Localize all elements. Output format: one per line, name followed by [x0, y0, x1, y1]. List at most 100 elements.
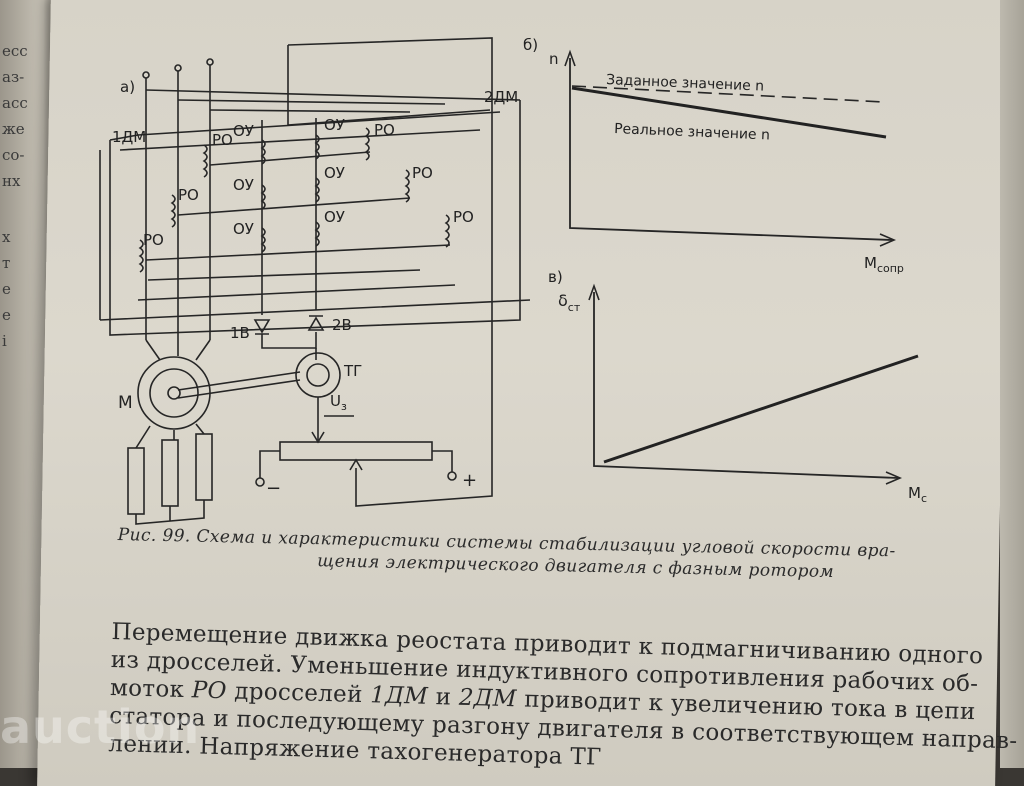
ro-coil: [444, 214, 450, 248]
diode-2b: [307, 315, 325, 331]
rotor-resistor: [195, 433, 213, 501]
rotor-resistor: [127, 447, 145, 515]
resistor-leads: [135, 423, 205, 449]
cross-links: [137, 269, 456, 301]
chart-v-axes: [593, 292, 899, 479]
ro-coil: [202, 144, 208, 178]
label-1dm: 1ДМ: [112, 128, 146, 146]
schematic: [99, 37, 531, 525]
ro-coil: [404, 169, 410, 203]
supply-terminal: [142, 71, 150, 79]
body-text-span: и: [427, 683, 460, 711]
motor-leads: [145, 339, 211, 361]
label-ro: РО: [453, 208, 474, 226]
body-text: Перемещение движка реостата приводит к п…: [108, 618, 1018, 783]
ou-coil: [314, 221, 320, 247]
ro-coil: [170, 194, 176, 228]
tachogenerator-rotor: [306, 363, 330, 387]
supply-terminal: [206, 58, 214, 66]
label-plus: +: [462, 470, 477, 491]
chart-b-x-arrow: [879, 233, 897, 247]
ou-coil: [314, 134, 320, 160]
plus-terminal: [447, 471, 457, 481]
chart-b-y-arrow: [564, 49, 576, 67]
body-text-span: моток: [109, 674, 193, 704]
panel-label-v: в): [548, 268, 563, 286]
chart-v-xlabel: Mс: [908, 484, 927, 505]
chart-b-set-label: Заданное значение n: [606, 72, 765, 95]
motor-shaft-coupling: [177, 371, 301, 399]
tachogenerator-body: [295, 352, 341, 398]
label-ou: ОУ: [324, 164, 345, 182]
body-italic-1dm: 1ДМ: [369, 682, 429, 710]
feedback-loop: [287, 37, 493, 470]
watermark-logo: auction: [0, 700, 201, 754]
motor-shaft: [167, 386, 181, 400]
pot-wiper-arrow: [349, 458, 363, 471]
ou-coil: [260, 184, 266, 210]
label-ou: ОУ: [233, 176, 254, 194]
pot-lead-right: [432, 450, 453, 472]
motor-body: [137, 356, 211, 430]
label-ou: ОУ: [324, 208, 345, 226]
resistor-star: [135, 500, 205, 525]
label-ro: РО: [412, 164, 433, 182]
chart-b: б) n Заданное значение n Реальное значен…: [523, 36, 904, 275]
left-page-fragment: аз-: [2, 68, 25, 86]
label-ro: РО: [212, 131, 233, 149]
ou-coil: [314, 177, 320, 203]
label-ou: ОУ: [324, 116, 345, 134]
left-page-fragment: асс: [2, 94, 28, 112]
chart-b-real-line: [571, 86, 887, 139]
chart-v: в) δст Mс: [548, 268, 927, 505]
chart-b-xlabel: Mсопр: [864, 254, 904, 275]
bus-line: [209, 109, 411, 113]
chart-v-line: [603, 354, 919, 464]
diode-1b: [253, 319, 271, 335]
label-diode-1b: 1В: [230, 324, 250, 342]
chart-v-ylabel: δст: [558, 291, 581, 314]
pot-wiper-loop: [355, 468, 493, 507]
label-ou: ОУ: [233, 220, 254, 238]
ro-coil: [138, 239, 144, 273]
left-page-fragment: же: [2, 120, 25, 138]
ou-coil: [260, 227, 266, 253]
right-page-edge: [1000, 0, 1024, 768]
choke-frame-line: [119, 129, 481, 151]
label-diode-2b: 2В: [332, 316, 352, 334]
left-page-fragment: есс: [2, 42, 28, 60]
left-page-fragment: со-: [2, 146, 25, 164]
body-text-span: дросселей: [226, 678, 371, 709]
schematic-labels: а) 1ДМ 2ДМ РО РО РО РО РО РО ОУ ОУ ОУ ОУ…: [112, 78, 518, 499]
panel-label-a: а): [120, 78, 135, 96]
chart-b-axes: [569, 58, 893, 241]
chart-v-x-arrow: [885, 471, 903, 485]
label-tachogenerator: ТГ: [343, 362, 362, 380]
bus-line: [177, 99, 446, 105]
left-page-fragment: т: [2, 254, 11, 272]
label-2dm: 2ДМ: [484, 88, 518, 106]
rotor-resistor: [161, 439, 179, 507]
pot-lead-left: [259, 450, 280, 478]
motor-rotor: [149, 368, 199, 418]
panel-label-b: б): [523, 36, 538, 54]
label-minus: −: [266, 478, 281, 499]
label-ro: РО: [143, 231, 164, 249]
left-page-fragment: е: [2, 306, 11, 324]
chart-b-set-line: [571, 85, 885, 103]
left-page-fragment: х: [2, 228, 11, 246]
choke-2dm-frame: [99, 150, 531, 321]
potentiometer: [279, 441, 433, 461]
left-page-fragment: нх: [2, 172, 21, 190]
cross-links: [145, 151, 451, 261]
diode-junction: [261, 332, 317, 349]
label-voltage: Uз: [330, 392, 347, 413]
chart-b-ylabel: n: [549, 50, 559, 68]
label-ou: ОУ: [233, 122, 254, 140]
chart-b-real-label: Реальное значение n: [614, 121, 770, 144]
label-ro: РО: [178, 186, 199, 204]
left-page-fragment: е: [2, 280, 11, 298]
choke-1dm-frame: [109, 100, 521, 336]
label-ro: РО: [374, 121, 395, 139]
label-motor: М: [118, 393, 133, 413]
